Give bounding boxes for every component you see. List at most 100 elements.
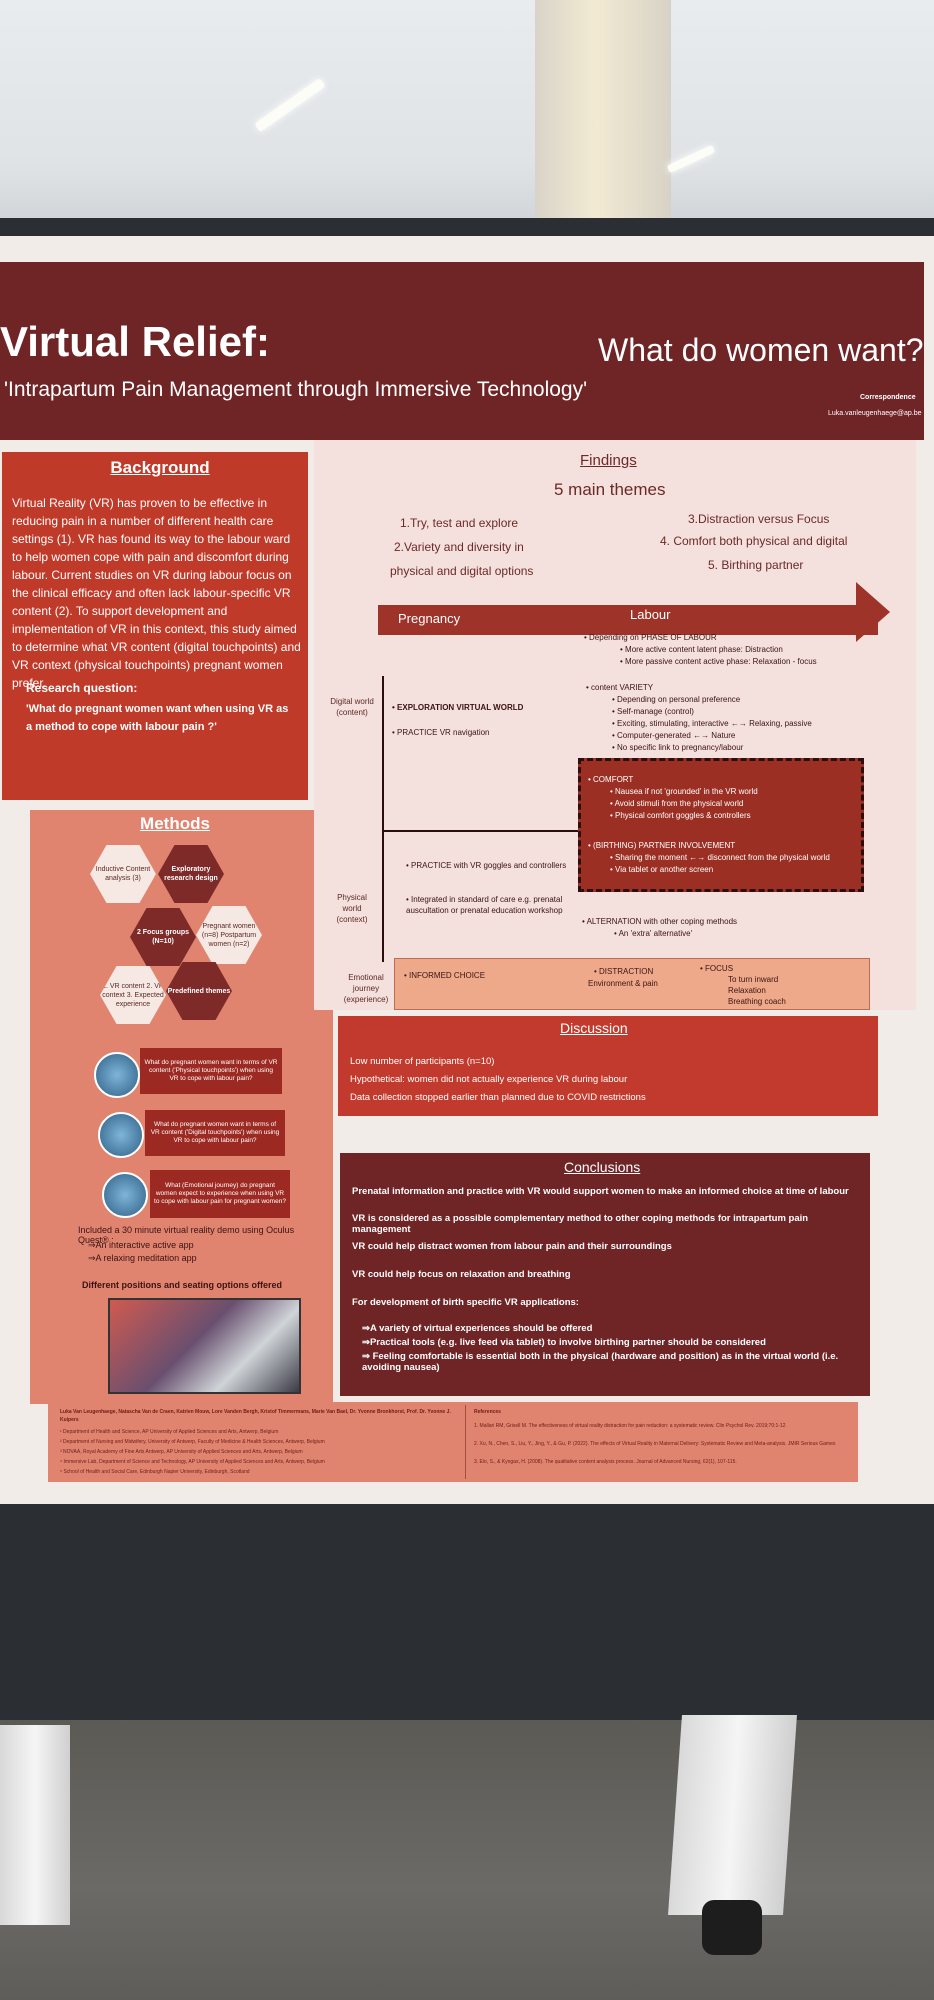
discussion-title: Discussion bbox=[560, 1020, 628, 1036]
title-banner bbox=[0, 262, 924, 440]
pillar bbox=[535, 0, 671, 230]
vr-controller-icon bbox=[102, 1172, 148, 1218]
theme-2: 2.Variety and diversity in bbox=[394, 540, 524, 554]
row-physical-world: Physical world (context) bbox=[336, 893, 368, 924]
footer-panel bbox=[48, 1402, 858, 1482]
finding-variety-4: • Computer-generated ←→ Nature bbox=[612, 731, 736, 740]
footer-affiliation-5: ⁵ School of Health and Social Care, Edin… bbox=[60, 1469, 250, 1475]
findings-panel bbox=[314, 440, 916, 1010]
timeline-pregnancy: Pregnancy bbox=[398, 611, 461, 626]
footer-references-title: References bbox=[474, 1409, 501, 1415]
arrow-head-icon bbox=[856, 582, 890, 642]
vr-user-icon bbox=[94, 1052, 140, 1098]
footer-authors: Luka Van Leugenhaege, Natascha Van de Cr… bbox=[60, 1409, 451, 1423]
comfort-partner-box bbox=[578, 758, 864, 892]
finding-distraction: • DISTRACTION bbox=[594, 967, 654, 976]
timeline-axis bbox=[382, 676, 384, 962]
footer-affiliation-4: ⁴ Immersive Lab, Department of Science a… bbox=[60, 1459, 325, 1465]
finding-focus-1: To turn inward bbox=[728, 975, 779, 984]
conclusion-5: For development of birth specific VR app… bbox=[352, 1297, 579, 1308]
finding-integrated: • Integrated in standard of care e.g. pr… bbox=[406, 895, 563, 915]
footer-reference-1: 1. Mallari RM, Grisell M. The effectiven… bbox=[474, 1423, 786, 1429]
research-question-label: Research question: bbox=[26, 681, 138, 695]
finding-alternation: • ALTERNATION with other coping methods bbox=[582, 917, 738, 926]
demo-app-b: ⇒A relaxing meditation app bbox=[88, 1253, 197, 1263]
poster-title: Virtual Relief: bbox=[0, 318, 270, 365]
conclusion-4: VR could help focus on relaxation and br… bbox=[352, 1269, 571, 1280]
row-emotional-journey: Emotional journey (experience) bbox=[343, 973, 389, 1004]
hex-vr-themes: 1. VR content 2. VR context 3. Expected … bbox=[100, 966, 166, 1024]
footer-affiliation-1: ¹ Department of Health and Science, AP U… bbox=[60, 1429, 279, 1435]
finding-partner: • (BIRTHING) PARTNER INVOLVEMENT bbox=[588, 841, 736, 850]
finding-phase: • Depending on PHASE OF LABOUR bbox=[584, 633, 717, 642]
background-panel bbox=[2, 452, 308, 800]
board-stand-leg bbox=[668, 1715, 797, 1915]
finding-focus-3: Breathing coach bbox=[728, 997, 786, 1006]
floor bbox=[0, 1720, 934, 2000]
board-stand-leg bbox=[0, 1725, 70, 1925]
finding-variety-2: • Self-manage (control) bbox=[612, 707, 694, 716]
method-question-2: What do pregnant women want in terms of … bbox=[145, 1110, 285, 1156]
finding-partner-1: • Sharing the moment ←→ disconnect from … bbox=[610, 853, 830, 862]
theme-5: 5. Birthing partner bbox=[708, 558, 804, 572]
stand-wheel bbox=[702, 1900, 762, 1955]
hex-inductive: Inductive Content analysis (3) bbox=[90, 845, 156, 903]
theme-2-cont: physical and digital options bbox=[390, 564, 534, 578]
finding-variety-3: • Exciting, stimulating, interactive ←→ … bbox=[612, 719, 812, 728]
discussion-panel bbox=[338, 1016, 878, 1116]
finding-practice-vr: • PRACTICE VR navigation bbox=[392, 728, 490, 737]
method-question-1: What do pregnant women want in terms of … bbox=[140, 1048, 282, 1094]
finding-comfort: • COMFORT bbox=[588, 775, 634, 784]
footer-affiliation-2: ² Department of Nursing and Midwifery, U… bbox=[60, 1439, 325, 1445]
demo-app-a: ⇒An interactive active app bbox=[88, 1240, 194, 1250]
finding-variety: • content VARIETY bbox=[586, 683, 654, 692]
row-digital-world: Digital world (content) bbox=[330, 697, 374, 717]
poster-subtitle: 'Intrapartum Pain Management through Imm… bbox=[4, 378, 588, 401]
discussion-line-2: Hypothetical: women did not actually exp… bbox=[350, 1074, 628, 1085]
hex-exploratory: Exploratory research design bbox=[158, 845, 224, 903]
hex-predefined: Predefined themes bbox=[166, 962, 232, 1020]
vr-headset-icon bbox=[98, 1112, 144, 1158]
correspondence-label: Correspondence bbox=[860, 394, 916, 401]
finding-partner-2: • Via tablet or another screen bbox=[610, 865, 714, 874]
correspondence-email: Luka.vanleugenhaege@ap.be bbox=[828, 410, 922, 417]
demo-text: Included a 30 minute virtual reality dem… bbox=[78, 1225, 295, 1245]
methods-title: Methods bbox=[140, 814, 210, 833]
finding-informed-choice: • INFORMED CHOICE bbox=[404, 971, 486, 980]
conclusions-title: Conclusions bbox=[564, 1159, 641, 1175]
background-title: Background bbox=[110, 458, 210, 477]
footer-reference-2: 2. Xu, N., Chen, S., Liu, Y., Jing, Y., … bbox=[474, 1441, 836, 1447]
finding-focus-2: Relaxation bbox=[728, 986, 766, 995]
hex-focus-groups: 2 Focus groups (N=10) bbox=[130, 908, 196, 966]
conclusion-3: VR could help distract women from labour… bbox=[352, 1241, 672, 1252]
finding-practice-goggles: • PRACTICE with VR goggles and controlle… bbox=[406, 861, 567, 870]
finding-focus: • FOCUS bbox=[700, 964, 734, 973]
emotional-journey-band bbox=[394, 958, 870, 1010]
conclusions-panel bbox=[340, 1153, 870, 1396]
discussion-line-1: Low number of participants (n=10) bbox=[350, 1056, 495, 1067]
conclusion-7: ⇒Practical tools (e.g. live feed via tab… bbox=[362, 1337, 766, 1348]
timeline-labour: Labour bbox=[630, 607, 671, 622]
finding-phase-2: • More passive content active phase: Rel… bbox=[620, 657, 817, 666]
footer-divider bbox=[465, 1405, 466, 1479]
ceiling bbox=[0, 0, 934, 235]
conclusion-6: ⇒A variety of virtual experiences should… bbox=[362, 1323, 593, 1334]
timeline-axis bbox=[382, 830, 582, 832]
method-question-3: What (Emotional journey) do pregnant wom… bbox=[150, 1170, 290, 1218]
finding-distraction-2: Environment & pain bbox=[588, 979, 658, 988]
positions-text: Different positions and seating options … bbox=[82, 1280, 283, 1290]
footer-affiliation-3: ³ NOVAA, Royal Academy of Fine Arts Antw… bbox=[60, 1449, 303, 1455]
finding-phase-1: • More active content latent phase: Dist… bbox=[620, 645, 783, 654]
finding-comfort-3: • Physical comfort goggles & controllers bbox=[610, 811, 751, 820]
footer-reference-3: 3. Elo, S., & Kyngas, H. (2008). The qua… bbox=[474, 1459, 737, 1465]
poster-question: What do women want? bbox=[598, 332, 924, 368]
theme-4: 4. Comfort both physical and digital bbox=[660, 534, 848, 548]
finding-comfort-2: • Avoid stimuli from the physical world bbox=[610, 799, 744, 808]
finding-alternation-1: • An 'extra' alternative' bbox=[614, 929, 693, 938]
finding-variety-1: • Depending on personal preference bbox=[612, 695, 741, 704]
finding-exploration: • EXPLORATION VIRTUAL WORLD bbox=[392, 703, 524, 712]
research-question-text: 'What do pregnant women want when using … bbox=[26, 703, 289, 733]
discussion-line-3: Data collection stopped earlier than pla… bbox=[350, 1092, 646, 1103]
vr-session-photo bbox=[108, 1298, 301, 1394]
theme-3: 3.Distraction versus Focus bbox=[688, 512, 830, 526]
